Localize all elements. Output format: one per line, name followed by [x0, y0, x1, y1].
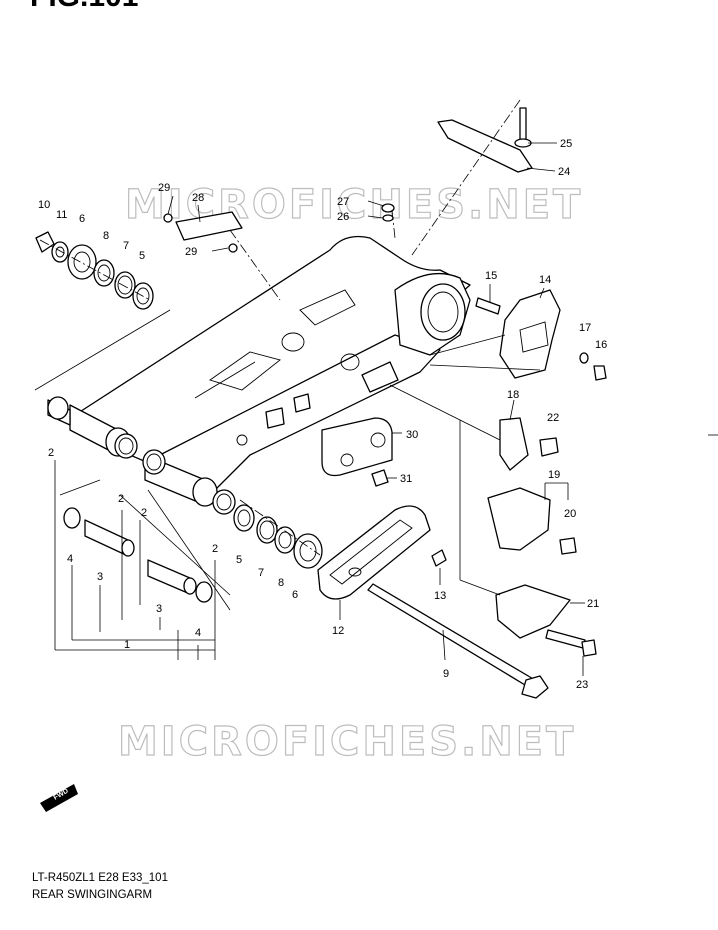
callout-25: 25 — [560, 138, 572, 150]
callout-9: 9 — [443, 668, 449, 680]
watermark-bottom: MICROFICHES.NET — [118, 719, 576, 765]
lower-brackets — [371, 417, 597, 657]
callout-29: 29 — [185, 246, 197, 258]
callout-21: 21 — [587, 598, 599, 610]
callout-13: 13 — [434, 590, 446, 602]
callout-11: 11 — [56, 209, 67, 221]
callout-31: 31 — [400, 473, 412, 485]
callout-17: 17 — [579, 322, 591, 334]
callout-19: 19 — [548, 469, 560, 481]
callout-15: 15 — [485, 270, 497, 282]
axle-bolt — [367, 583, 549, 699]
callout-30: 30 — [406, 429, 418, 441]
callout-28: 28 — [192, 192, 204, 204]
callout-26: 26 — [337, 211, 349, 223]
callout-7: 7 — [258, 567, 264, 579]
top-bracket — [381, 107, 533, 222]
caliper-bracket — [475, 289, 607, 381]
callout-2: 2 — [212, 543, 218, 555]
callout-20: 20 — [564, 508, 576, 520]
callout-7: 7 — [123, 240, 129, 252]
washer-stack-right — [233, 504, 323, 569]
callout-5: 5 — [236, 554, 242, 566]
callout-3: 3 — [156, 603, 162, 615]
callout-1: 1 — [124, 639, 130, 651]
bearing-parts — [47, 396, 236, 515]
model-caption: LT-R450ZL1 E28 E33_101 — [32, 872, 168, 884]
callout-14: 14 — [539, 274, 551, 286]
callout-8: 8 — [103, 230, 109, 242]
callout-6: 6 — [292, 589, 298, 601]
small-bracket — [163, 211, 243, 253]
swingarm-body — [69, 235, 471, 507]
washer-stack-left — [35, 231, 154, 310]
callout-16: 16 — [595, 339, 607, 351]
callout-4: 4 — [67, 553, 73, 565]
callout-2: 2 — [141, 507, 147, 519]
fwd-arrow-icon: FWD — [40, 784, 78, 812]
callout-18: 18 — [507, 389, 519, 401]
leader-lines — [34, 99, 585, 676]
callout-29: 29 — [158, 182, 170, 194]
spacer-parts — [63, 507, 213, 603]
chain-slider — [317, 505, 431, 600]
callouts: 1 2 2 2 2 3 3 4 4 5 5 6 6 7 7 8 8 9 10 1… — [38, 138, 607, 691]
callout-10: 10 — [38, 199, 50, 211]
callout-24: 24 — [558, 166, 570, 178]
callout-12: 12 — [332, 625, 344, 637]
callout-23: 23 — [576, 679, 588, 691]
callout-2: 2 — [118, 493, 124, 505]
chain-case-block — [265, 393, 393, 477]
figure-title: FIG.101 — [30, 0, 138, 13]
callout-2: 2 — [48, 447, 54, 459]
callout-5: 5 — [139, 250, 145, 262]
callout-4: 4 — [195, 627, 201, 639]
callout-8: 8 — [278, 577, 284, 589]
callout-6: 6 — [79, 213, 85, 225]
callout-22: 22 — [547, 412, 559, 424]
diagram-name: REAR SWINGINGARM — [32, 889, 152, 901]
callout-27: 27 — [337, 196, 349, 208]
callout-3: 3 — [97, 571, 103, 583]
